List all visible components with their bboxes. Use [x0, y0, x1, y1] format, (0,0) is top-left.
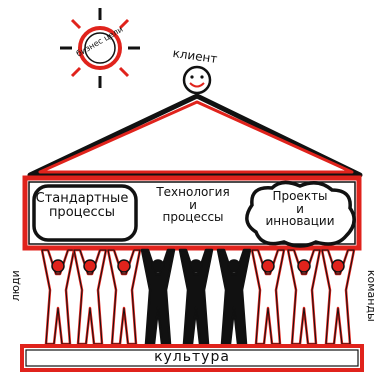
projects-line: Проекты [272, 189, 328, 203]
standard-processes-label: Стандартные процессы [35, 191, 129, 220]
technology-line: Технология [156, 185, 230, 199]
processes-line: процессы [162, 210, 224, 225]
beam-box [22, 175, 362, 251]
person-figure [72, 248, 108, 346]
person-figure [106, 248, 142, 346]
and-line: и [189, 197, 197, 212]
person-figure [40, 248, 76, 346]
people-pillars [40, 248, 356, 346]
people-side-label: люди [9, 270, 23, 302]
person-figure [286, 248, 322, 346]
innovation-line: инновации [265, 214, 335, 229]
and-line: и [296, 201, 304, 216]
projects-innovation-label: Проекты и инновации [250, 190, 350, 228]
culture-label: культура [154, 349, 230, 365]
person-figure [140, 248, 176, 346]
person-figure [320, 248, 356, 346]
person-figure [250, 248, 286, 346]
client-head-icon [182, 65, 212, 95]
culture-base [20, 344, 364, 372]
technology-processes-label: Технология и процессы [148, 186, 238, 224]
person-figure [178, 248, 214, 346]
person-figure [216, 248, 252, 346]
sun-icon [60, 8, 140, 88]
roof [27, 93, 363, 178]
team-side-label: команды [364, 269, 378, 322]
